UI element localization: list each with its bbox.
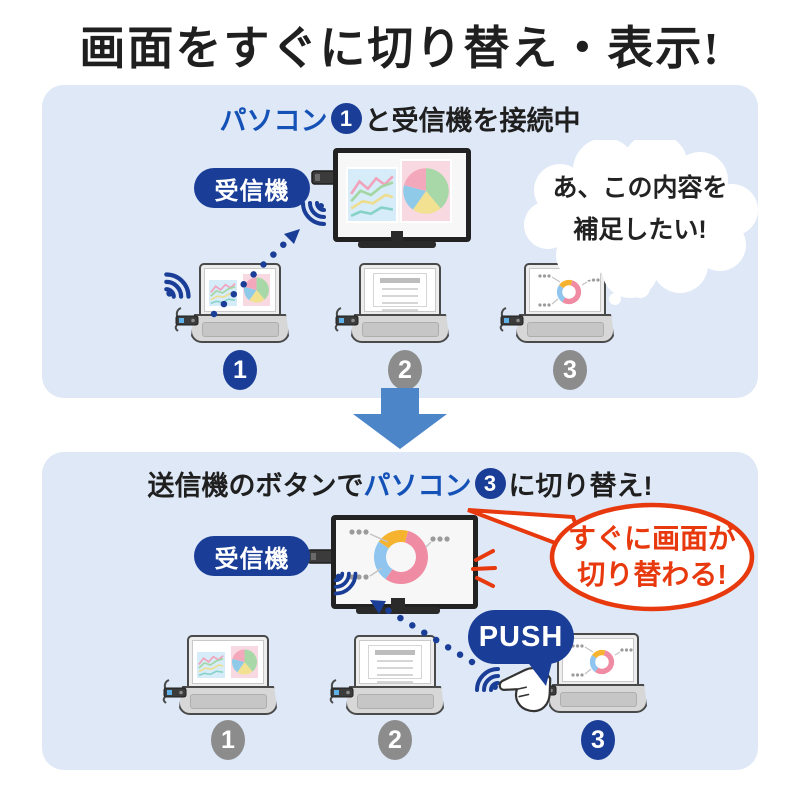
pc3-number-chip: 3 (474, 468, 506, 499)
document-icon (373, 273, 427, 311)
monitor-stand-neck (391, 231, 403, 241)
push-label: PUSH (478, 621, 564, 653)
transmitter-dongle-icon (329, 679, 354, 704)
laptop-base (345, 686, 445, 715)
monitor-stand-neck (391, 598, 405, 607)
transmitter-dongle-icon (174, 307, 199, 332)
line-chart-slide (196, 651, 226, 679)
line-chart-icon (198, 655, 224, 677)
step2-headline: 送信機のボタンで パソコン 3 に切り替え! (42, 464, 758, 503)
pie-chart-icon (244, 277, 269, 303)
pc-number-badge-3: 3 (581, 720, 615, 760)
monitor-step2 (331, 515, 478, 609)
step2-headline-prefix: 送信機のボタンで (147, 471, 364, 501)
laptop-screen-charts (192, 640, 264, 684)
pc-number-badge-3: 3 (553, 350, 587, 390)
laptop-lid (199, 263, 281, 316)
step1-headline: パソコン 1 と受信機を接続中 (42, 99, 758, 138)
step2-headline-suffix: に切り替え! (508, 471, 653, 501)
keyboard (362, 322, 439, 337)
laptop-2 (329, 635, 445, 715)
pie-chart-slide (400, 159, 452, 223)
down-arrow-icon (353, 388, 447, 449)
monitor-step1 (333, 148, 471, 242)
line-chart-icon (210, 283, 236, 305)
wifi-icon (164, 272, 191, 299)
step1-headline-pc: パソコン (219, 106, 328, 136)
receiver-label: 受信機 (194, 536, 310, 576)
wifi-icon (301, 201, 326, 226)
keyboard (357, 694, 434, 709)
line-chart-icon (350, 175, 394, 217)
line-chart-slide (346, 167, 398, 223)
panel-step2: 送信機のボタンで パソコン 3 に切り替え! 受信機 (42, 452, 758, 770)
panel-step1: パソコン 1 と受信機を接続中 受信機 (42, 85, 758, 398)
pc-number-badge-1: 1 (223, 350, 257, 390)
laptop-1 (162, 635, 278, 715)
callout-bubble-text: すぐに画面が 切り替わる! (567, 523, 736, 590)
line-chart-slide (208, 279, 238, 307)
keyboard (560, 692, 637, 707)
laptop-base (515, 314, 615, 343)
transmitter-dongle-icon (499, 307, 524, 332)
donut-chart-icon (538, 274, 600, 307)
transmitter-dongle-icon (334, 307, 359, 332)
laptop-lid (354, 635, 436, 688)
laptop-3 (532, 633, 648, 713)
laptop-1 (174, 263, 290, 343)
pc-number-badge-2: 2 (378, 720, 412, 760)
pc-number-badge-2: 2 (388, 350, 422, 390)
step1-headline-suffix: と受信機を接続中 (364, 106, 581, 136)
page-title: 画面をすぐに切り替え・表示! (79, 23, 721, 74)
monitor-stand-base (356, 607, 440, 614)
document-icon (368, 645, 422, 683)
keyboard (202, 322, 279, 337)
laptop-base (350, 314, 450, 343)
laptop-screen-document (359, 640, 431, 684)
pie-chart-slide (242, 273, 271, 307)
laptop-screen-charts (204, 268, 276, 312)
pie-chart-icon (232, 649, 257, 675)
pc1-number-chip: 1 (330, 103, 362, 134)
wifi-icon (333, 571, 358, 596)
callout-bubble (467, 502, 755, 612)
step2-headline-pc: パソコン (363, 471, 472, 501)
wifi-icon (475, 667, 500, 692)
monitor-stand-base (358, 241, 436, 248)
laptop-screen-donut (562, 638, 634, 682)
thought-bubble-text: あ、この内容を 補足したい! (552, 174, 728, 244)
pc-number-badge-1: 1 (211, 720, 245, 760)
keyboard (527, 322, 604, 337)
push-bubble: PUSH (468, 608, 588, 692)
thought-bubble (524, 140, 758, 305)
pie-chart-slide (230, 645, 259, 679)
donut-chart-screen (349, 529, 450, 584)
press-hand-icon (498, 667, 552, 713)
laptop-lid (359, 263, 441, 316)
donut-chart-icon (571, 644, 633, 677)
laptop-2 (334, 263, 450, 343)
laptop-lid (187, 635, 269, 688)
keyboard (190, 694, 267, 709)
receiver-label: 受信機 (194, 168, 310, 208)
pie-chart-icon (403, 168, 449, 214)
laptop-base (548, 684, 648, 713)
laptop-screen-document (364, 268, 436, 312)
push-bubble-shape (468, 610, 574, 686)
transmitter-dongle-icon (162, 679, 187, 704)
